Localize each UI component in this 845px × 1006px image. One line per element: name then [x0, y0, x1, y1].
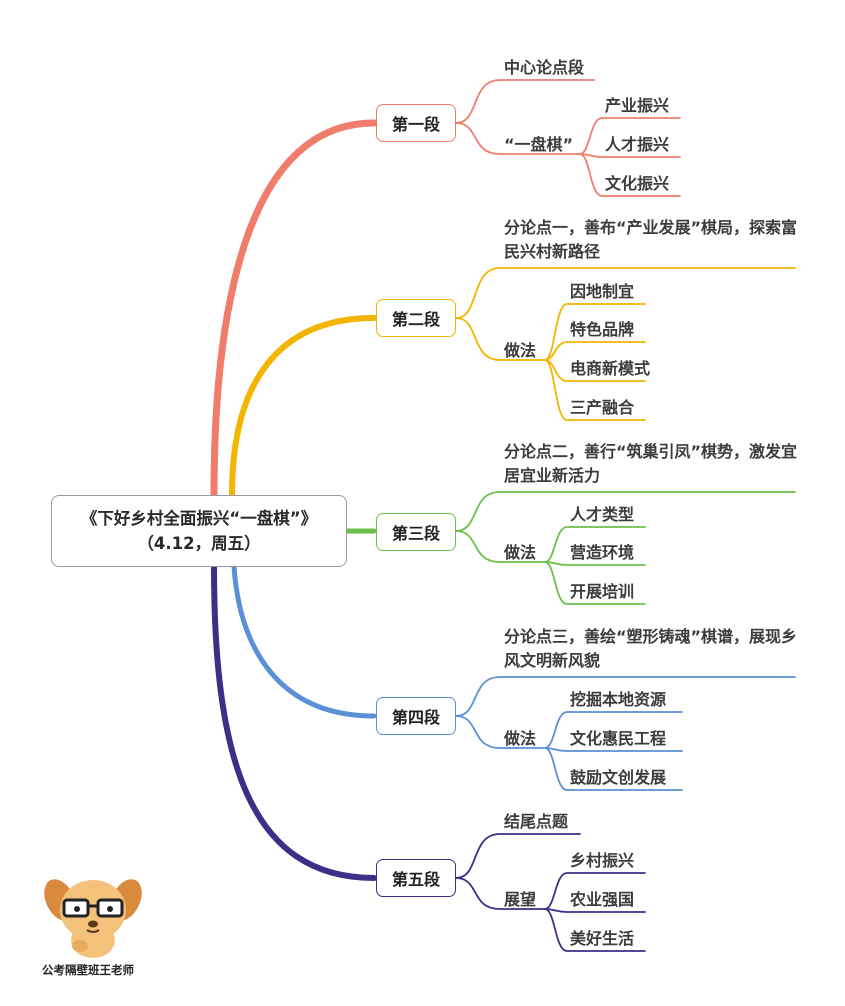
section-1-item-2: 人才振兴 — [605, 135, 670, 154]
section-1-group-label: “一盘棋” — [504, 135, 574, 154]
item-branch-5-3 — [544, 908, 646, 952]
section-5-group-label: 展望 — [504, 890, 537, 909]
group-branch-5 — [455, 877, 546, 910]
section-2-item-1: 因地制宜 — [570, 282, 635, 301]
section-3-node[interactable]: 第三段 — [376, 513, 456, 551]
section-2-label: 第二段 — [391, 310, 440, 329]
section-2-thesis: 分论点一，善布“产业发展”棋局，探索富民兴村新路径 — [504, 218, 798, 261]
trunk-section-5 — [211, 564, 377, 881]
item-branch-4-3 — [544, 747, 683, 791]
section-5-item-2: 农业强国 — [570, 890, 635, 909]
item-branch-2-4 — [544, 359, 646, 421]
section-5-thesis: 结尾点题 — [504, 812, 569, 831]
item-branch-3-3 — [544, 561, 646, 605]
trunk-section-2 — [229, 315, 377, 498]
section-1-thesis: 中心论点段 — [504, 58, 585, 77]
section-1-label: 第一段 — [391, 115, 440, 134]
thesis-branch-5 — [455, 833, 581, 879]
section-5-item-3: 美好生活 — [570, 929, 635, 948]
thesis-branch-2 — [455, 267, 796, 319]
section-5-node[interactable]: 第五段 — [376, 859, 456, 897]
section-2-group-label: 做法 — [504, 341, 537, 360]
section-4-label: 第四段 — [391, 708, 440, 727]
trunk-section-4 — [231, 564, 377, 719]
section-2-item-4: 三产融合 — [570, 398, 635, 417]
item-branch-5-1 — [544, 872, 646, 910]
thesis-branch-3 — [455, 491, 796, 532]
section-4-item-2: 文化惠民工程 — [570, 729, 667, 748]
section-4-thesis: 分论点三，善绘“塑形铸魂”棋谱，展现乡风文明新风貌 — [504, 627, 798, 670]
watermark-caption: 公考隔壁班王老师 — [42, 963, 134, 977]
group-branch-3 — [455, 530, 546, 563]
item-branch-2-2 — [544, 341, 646, 361]
section-2-item-3: 电商新模式 — [570, 359, 651, 378]
group-branch-1 — [455, 122, 581, 155]
section-5-item-1: 乡村振兴 — [570, 851, 635, 870]
section-3-item-3: 开展培训 — [570, 582, 635, 601]
section-1-item-3: 文化振兴 — [605, 174, 670, 193]
section-1-item-1: 产业振兴 — [605, 96, 670, 115]
section-5-label: 第五段 — [391, 870, 440, 889]
root-title: 《下好乡村全面振兴“一盘棋”》 — [80, 509, 318, 528]
trunk-section-1 — [210, 119, 378, 499]
item-branch-3-1 — [544, 526, 646, 563]
section-3-item-1: 人才类型 — [570, 505, 635, 524]
section-4-node[interactable]: 第四段 — [376, 697, 456, 735]
section-4-item-1: 挖掘本地资源 — [570, 690, 667, 709]
dog-mascot-icon — [44, 879, 142, 958]
thesis-branch-4 — [455, 676, 796, 717]
item-branch-4-1 — [544, 711, 683, 749]
section-4-group-label: 做法 — [504, 729, 537, 748]
group-branch-2 — [455, 317, 546, 361]
section-3-item-2: 营造环境 — [570, 543, 635, 562]
section-3-group-label: 做法 — [504, 543, 537, 562]
root-subtitle: （4.12，周五） — [137, 534, 261, 553]
item-branch-2-1 — [544, 303, 646, 361]
section-1-node[interactable]: 第一段 — [376, 104, 456, 142]
item-branch-1-1 — [579, 117, 681, 155]
thesis-branch-1 — [455, 79, 595, 124]
section-4-item-3: 鼓励文创发展 — [570, 768, 667, 787]
section-2-item-2: 特色品牌 — [570, 320, 635, 339]
item-branch-1-3 — [579, 153, 681, 197]
group-branch-4 — [455, 715, 546, 749]
section-3-label: 第三段 — [391, 524, 440, 543]
section-3-thesis: 分论点二，善行“筑巢引凤”棋势，激发宜居宜业新活力 — [504, 442, 798, 485]
root-topic[interactable]: 《下好乡村全面振兴“一盘棋”》 （4.12，周五） — [51, 495, 347, 567]
section-2-node[interactable]: 第二段 — [376, 299, 456, 337]
